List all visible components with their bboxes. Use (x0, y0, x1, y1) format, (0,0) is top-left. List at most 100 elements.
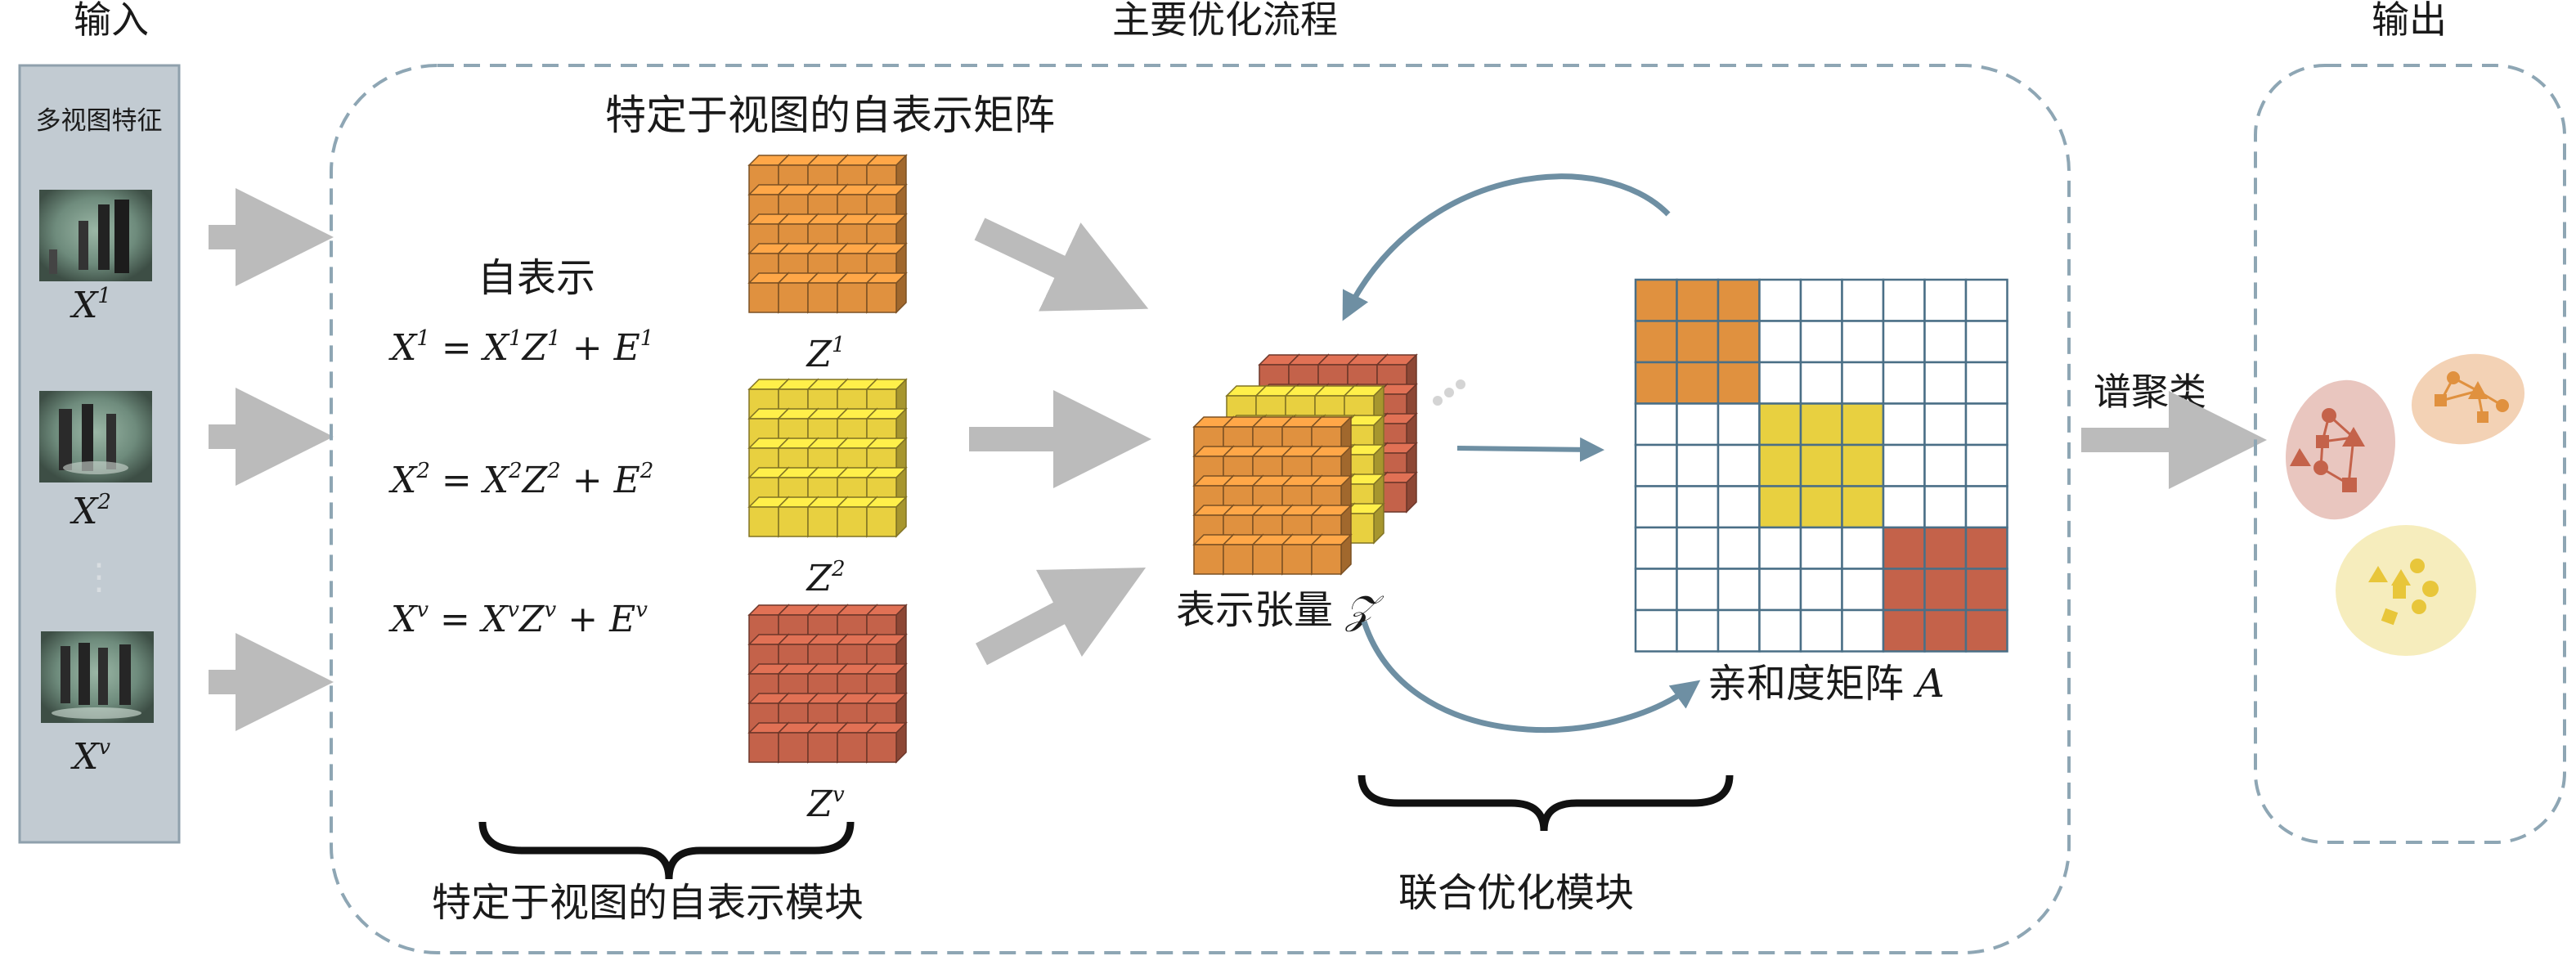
affinity-cell (1758, 526, 1802, 570)
affinity-cell (1676, 485, 1720, 529)
tensor-label: 表示张量 𝒵 (1176, 587, 1384, 633)
affinity-cell (1923, 402, 1968, 447)
affinity-cell (1676, 608, 1720, 653)
affinity-cell (1634, 361, 1678, 405)
affinity-cell (1841, 402, 1885, 447)
affinity-cell (1717, 361, 1761, 405)
affinity-cell (1758, 320, 1802, 364)
affinity-cell (1923, 443, 1968, 487)
affinity-cell (1758, 278, 1802, 322)
representation-tensor (1192, 353, 1418, 576)
affinity-cell (1882, 485, 1926, 529)
matrix-zv-label: Zv (806, 783, 845, 825)
affinity-cell (1799, 278, 1843, 322)
affinity-cell (1882, 320, 1926, 364)
affinity-cell (1758, 443, 1802, 487)
affinity-cell (1634, 278, 1678, 322)
affinity-cell (1717, 485, 1761, 529)
input-panel-header: 多视图特征 (36, 106, 163, 136)
affinity-cell (1799, 361, 1843, 405)
affinity-cell (1634, 568, 1678, 612)
affinity-cell (1799, 402, 1843, 447)
affinity-cell (1923, 485, 1968, 529)
affinity-cell (1964, 361, 2008, 405)
z1-cube (865, 272, 908, 314)
affinity-cell (1758, 485, 1802, 529)
cluster-yellow-icon (2336, 525, 2476, 656)
joint-module-brace (1358, 774, 1734, 832)
affinity-matrix (1634, 278, 2008, 653)
affinity-cell (1964, 443, 2008, 487)
affinity-cell (1841, 443, 1885, 487)
affinity-cell (1882, 443, 1926, 487)
matrix-z1-label: Z1 (805, 333, 845, 375)
affinity-cell (1964, 278, 2008, 322)
main-process-region (330, 64, 2071, 954)
tensor-red-cube (1376, 353, 1418, 396)
affinity-cell (1841, 320, 1885, 364)
affinity-cell (1841, 568, 1885, 612)
affinity-cell (1964, 568, 2008, 612)
equation-2: X2 = X2Z2 + E2 (388, 459, 653, 501)
self-rep-label: 自表示 (478, 255, 595, 301)
affinity-cell (1882, 361, 1926, 405)
affinity-cell (1634, 608, 1678, 653)
arrow-z1-to-tensor (974, 218, 1149, 312)
affinity-cell (1799, 568, 1843, 612)
affinity-cell (1964, 526, 2008, 570)
affinity-cell (1841, 278, 1885, 322)
equation-1: X1 = X1Z1 + E1 (388, 326, 653, 369)
affinity-cell (1964, 608, 2008, 653)
output-region (2254, 64, 2566, 844)
affinity-cell (1923, 526, 1968, 570)
affinity-cell (1676, 278, 1720, 322)
affinity-cell (1634, 402, 1678, 447)
affinity-cell (1799, 443, 1843, 487)
affinity-cell (1634, 320, 1678, 364)
affinity-cell (1923, 278, 1968, 322)
tensor-orange-cube (1310, 533, 1353, 576)
input-title: 输入 (74, 0, 149, 42)
cluster-orange-icon (2411, 353, 2525, 445)
affinity-cell (1758, 568, 1802, 612)
joint-module-label: 联合优化模块 (1398, 870, 1634, 916)
matrix-z2-cubes (747, 378, 908, 538)
arrow-zv-to-tensor (976, 568, 1147, 666)
affinity-cell (1717, 320, 1761, 364)
affinity-cell (1841, 526, 1885, 570)
self-rep-module-brace (478, 821, 855, 880)
affinity-cell (1717, 568, 1761, 612)
zv-cube (865, 721, 908, 764)
view-v-image-icon (41, 631, 154, 723)
affinity-cell (1717, 608, 1761, 653)
self-rep-module-label: 特定于视图的自表示模块 (432, 880, 864, 926)
main-title: 主要优化流程 (1112, 0, 1338, 42)
affinity-label: 亲和度矩阵 A (1708, 661, 1945, 707)
affinity-cell (1634, 443, 1678, 487)
arrow-tensor-to-affinity (1456, 437, 1604, 462)
affinity-cell (1676, 402, 1720, 447)
affinity-cell (1923, 568, 1968, 612)
affinity-cell (1717, 402, 1761, 447)
view-ellipsis: ⋮ (81, 556, 117, 598)
affinity-cell (1882, 526, 1926, 570)
affinity-cell (1799, 485, 1843, 529)
affinity-cell (1923, 320, 1968, 364)
affinity-cell (1676, 443, 1720, 487)
affinity-cell (1634, 485, 1678, 529)
affinity-cell (1882, 278, 1926, 322)
self-rep-matrix-header: 特定于视图的自表示矩阵 (605, 92, 1055, 139)
affinity-cell (1676, 568, 1720, 612)
feedback-arrow-bottom (1361, 620, 1701, 734)
cluster-red-icon (2286, 379, 2395, 520)
affinity-cell (1717, 278, 1761, 322)
affinity-cell (1634, 526, 1678, 570)
affinity-cell (1717, 443, 1761, 487)
affinity-cell (1717, 526, 1761, 570)
affinity-cell (1882, 568, 1926, 612)
affinity-cell (1758, 608, 1802, 653)
affinity-cell (1841, 608, 1885, 653)
affinity-cell (1841, 485, 1885, 529)
view-v-label: Xv (70, 735, 110, 778)
